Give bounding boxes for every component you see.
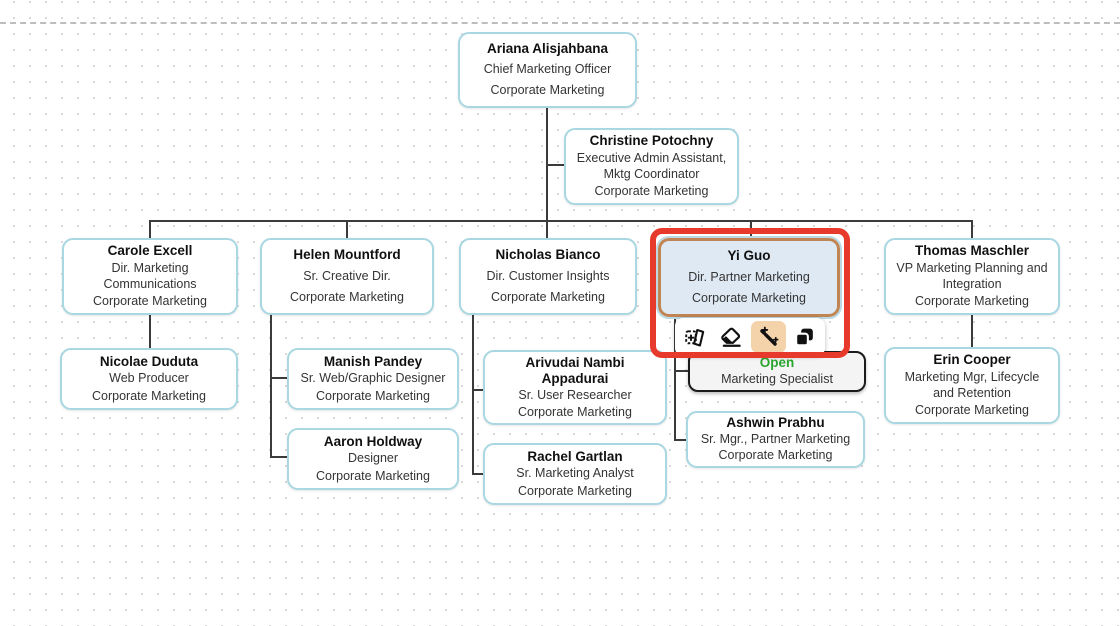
connector-line: [270, 377, 287, 379]
org-node-rachel-gartlan[interactable]: Rachel Gartlan Sr. Marketing Analyst Cor…: [483, 443, 667, 505]
add-node-button[interactable]: [678, 321, 713, 353]
connector-line: [674, 439, 686, 441]
person-title: Sr. Web/Graphic Designer: [300, 371, 446, 386]
duplicate-button[interactable]: [787, 321, 822, 353]
person-department: Corporate Marketing: [915, 402, 1029, 417]
person-title: Dir. Marketing Communications: [103, 261, 197, 291]
person-department: Corporate Marketing: [316, 468, 430, 483]
connector-line: [346, 220, 348, 238]
org-node-open-position[interactable]: Open Marketing Specialist: [688, 351, 866, 392]
person-title: Sr. Creative Dir.: [303, 268, 391, 283]
person-name: Nicolae Duduta: [99, 353, 199, 369]
org-node-helen-mountford[interactable]: Helen Mountford Sr. Creative Dir. Corpor…: [260, 238, 434, 315]
magic-wand-icon: [757, 326, 780, 349]
person-name: Rachel Gartlan: [527, 448, 623, 464]
person-department: Corporate Marketing: [93, 293, 207, 308]
connector-line: [149, 220, 151, 238]
connector-line: [546, 108, 548, 238]
connector-line: [971, 315, 973, 347]
org-node-ariana-alisjahbana[interactable]: Ariana Alisjahbana Chief Marketing Offic…: [458, 32, 637, 108]
eraser-icon: [720, 326, 743, 349]
org-node-arivudai-nambi-appadurai[interactable]: Arivudai Nambi Appadurai Sr. User Resear…: [483, 350, 667, 425]
person-title: Executive Admin Assistant, Mktg Coordina…: [576, 151, 727, 181]
person-title: Web Producer: [109, 371, 189, 386]
org-node-erin-cooper[interactable]: Erin Cooper Marketing Mgr, Lifecycle and…: [884, 347, 1060, 424]
person-name: Nicholas Bianco: [495, 247, 601, 263]
person-name: Christine Potochny: [589, 133, 714, 149]
copy-icon: [793, 326, 816, 349]
person-title: Dir. Partner Marketing: [688, 269, 810, 284]
person-department: Corporate Marketing: [290, 289, 404, 304]
person-title: Chief Marketing Officer: [483, 62, 612, 77]
page-boundary-dashed-line: [0, 22, 1120, 24]
person-name: Ashwin Prabhu: [726, 415, 825, 431]
person-department: Corporate Marketing: [594, 183, 709, 198]
connector-line: [472, 473, 483, 475]
person-name: Ariana Alisjahbana: [486, 41, 609, 56]
person-department: Corporate Marketing: [316, 388, 430, 403]
connector-line: [270, 315, 272, 458]
connector-line: [674, 317, 676, 441]
person-department: Corporate Marketing: [92, 388, 206, 403]
connector-line: [472, 389, 483, 391]
person-department: Corporate Marketing: [692, 290, 806, 305]
person-title: Sr. Mgr., Partner Marketing: [700, 431, 851, 446]
person-name: Erin Cooper: [933, 352, 1011, 368]
person-name: Thomas Maschler: [914, 243, 1030, 259]
org-node-manish-pandey[interactable]: Manish Pandey Sr. Web/Graphic Designer C…: [287, 348, 459, 410]
person-title: VP Marketing Planning and Integration: [896, 261, 1048, 291]
add-node-icon: [684, 326, 707, 349]
person-title: Marketing Specialist: [721, 371, 833, 386]
org-node-yi-guo-selected[interactable]: Yi Guo Dir. Partner Marketing Corporate …: [656, 236, 842, 319]
person-name: Aaron Holdway: [323, 433, 423, 449]
connector-line: [674, 370, 688, 372]
eraser-button[interactable]: [714, 321, 749, 353]
person-title: Sr. Marketing Analyst: [516, 466, 634, 481]
person-department: Corporate Marketing: [491, 289, 605, 304]
connector-line: [750, 220, 752, 238]
org-node-ashwin-prabhu[interactable]: Ashwin Prabhu Sr. Mgr., Partner Marketin…: [686, 411, 865, 468]
org-node-nicholas-bianco[interactable]: Nicholas Bianco Dir. Customer Insights C…: [459, 238, 637, 315]
org-node-aaron-holdway[interactable]: Aaron Holdway Designer Corporate Marketi…: [287, 428, 459, 490]
connector-line: [149, 315, 151, 348]
node-action-toolbar: [675, 318, 825, 356]
person-name: Arivudai Nambi Appadurai: [525, 354, 625, 387]
person-department: Corporate Marketing: [490, 83, 605, 98]
person-title: Designer: [347, 451, 399, 466]
person-department: Corporate Marketing: [518, 483, 632, 498]
org-node-christine-potochny[interactable]: Christine Potochny Executive Admin Assis…: [564, 128, 739, 205]
org-node-thomas-maschler[interactable]: Thomas Maschler VP Marketing Planning an…: [884, 238, 1060, 315]
open-position-label: Open: [759, 355, 795, 371]
person-department: Corporate Marketing: [518, 404, 632, 419]
connector-line: [971, 220, 973, 238]
person-name: Yi Guo: [727, 248, 771, 264]
person-title: Sr. User Researcher: [518, 388, 632, 403]
connector-line: [472, 315, 474, 475]
person-name: Carole Excell: [107, 243, 193, 259]
person-name: Helen Mountford: [293, 247, 401, 263]
org-node-nicolae-duduta[interactable]: Nicolae Duduta Web Producer Corporate Ma…: [60, 348, 238, 410]
person-title: Marketing Mgr, Lifecycle and Retention: [904, 370, 1040, 400]
connector-line: [149, 220, 973, 222]
connector-line: [547, 164, 565, 166]
person-name: Manish Pandey: [323, 353, 423, 369]
connector-line: [270, 456, 287, 458]
person-department: Corporate Marketing: [718, 447, 833, 462]
person-department: Corporate Marketing: [915, 293, 1029, 308]
person-title: Dir. Customer Insights: [486, 268, 610, 283]
org-node-carole-excell[interactable]: Carole Excell Dir. Marketing Communicati…: [62, 238, 238, 315]
magic-wand-button[interactable]: [750, 321, 786, 353]
